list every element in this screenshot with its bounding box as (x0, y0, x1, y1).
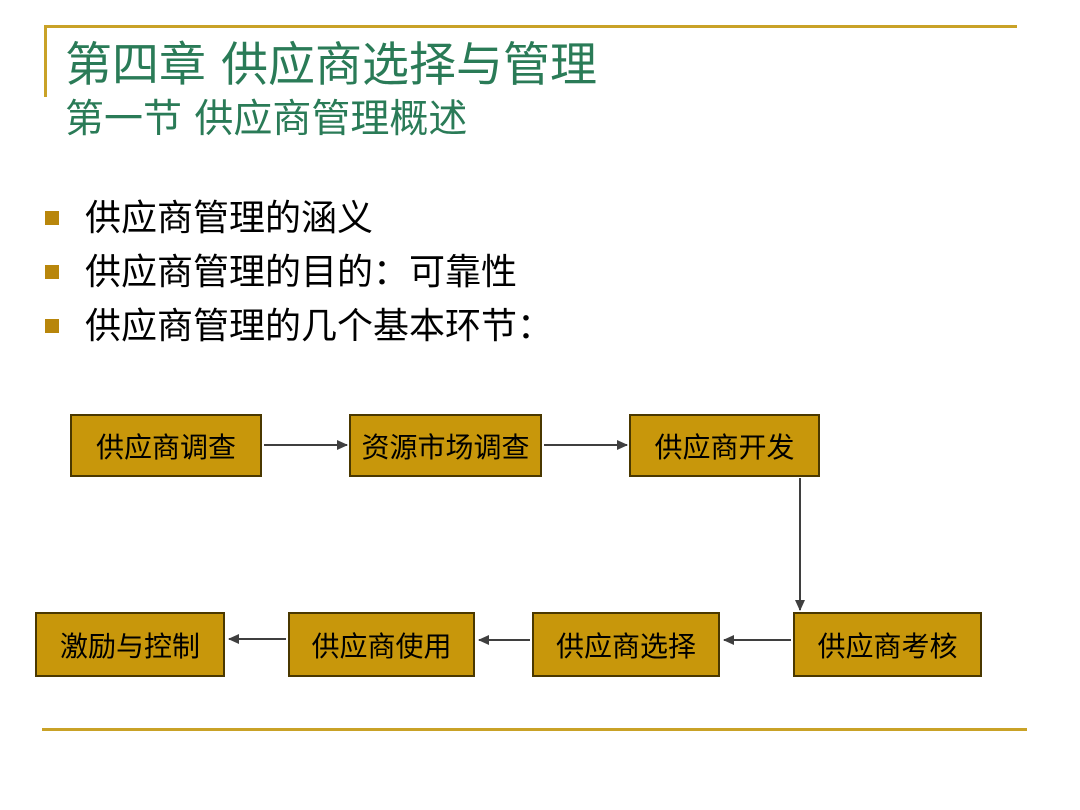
flow-node-development: 供应商开发 (629, 414, 820, 477)
flow-node-assessment: 供应商考核 (793, 612, 982, 677)
bullet-item: 供应商管理的几个基本环节： (45, 296, 553, 350)
bullet-text: 供应商管理的目的：可靠性 (85, 252, 518, 293)
flow-node-investigation: 供应商调查 (70, 414, 262, 477)
bullet-text: 供应商管理的涵义 (85, 198, 374, 239)
top-accent-line (46, 25, 1017, 28)
bullet-square-icon (45, 211, 59, 225)
bullet-item: 供应商管理的涵义 (45, 188, 553, 242)
bullet-square-icon (45, 265, 59, 279)
flow-node-usage: 供应商使用 (288, 612, 475, 677)
left-accent-line (44, 25, 47, 97)
bullet-list: 供应商管理的涵义 供应商管理的目的：可靠性 供应商管理的几个基本环节： (45, 188, 553, 350)
slide-header: 第四章 供应商选择与管理 第一节 供应商管理概述 (65, 36, 597, 145)
flow-node-selection: 供应商选择 (532, 612, 720, 677)
bullet-item: 供应商管理的目的：可靠性 (45, 242, 553, 296)
flow-node-resource-market-survey: 资源市场调查 (349, 414, 542, 477)
page-subtitle: 第一节 供应商管理概述 (65, 97, 468, 143)
bullet-square-icon (45, 319, 59, 333)
flow-node-incentive-control: 激励与控制 (35, 612, 225, 677)
page-title: 第四章 供应商选择与管理 (65, 38, 597, 93)
bottom-accent-line (42, 728, 1027, 731)
bullet-text: 供应商管理的几个基本环节： (85, 306, 554, 347)
